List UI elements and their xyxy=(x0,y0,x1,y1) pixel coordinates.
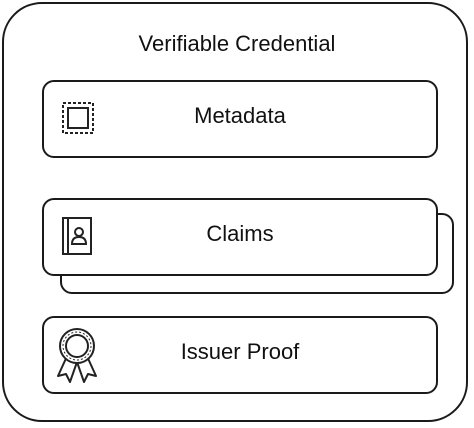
metadata-label: Metadata xyxy=(194,103,286,128)
issuer-proof-box: Issuer Proof xyxy=(42,316,438,394)
diagram-title: Verifiable Credential xyxy=(138,31,336,56)
issuer-proof-label: Issuer Proof xyxy=(180,339,300,364)
contact-book-icon xyxy=(60,216,94,256)
stamp-icon xyxy=(60,100,96,136)
award-ribbon-icon xyxy=(54,324,100,388)
claims-box: Claims xyxy=(42,198,438,276)
claims-label: Claims xyxy=(206,221,274,246)
metadata-box: Metadata xyxy=(42,80,438,158)
